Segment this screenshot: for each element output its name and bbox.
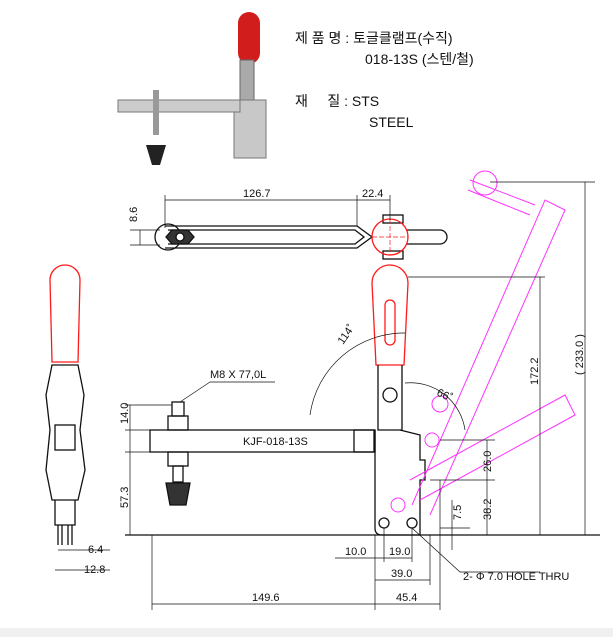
dim-base-length: 45.4	[396, 592, 417, 604]
product-info: 제 품 명 : 토글클램프(수직) 018-13S (스텐/철) 재 질 : S…	[295, 28, 474, 133]
product-photo	[100, 5, 282, 165]
name-label: 제 품 명 :	[295, 30, 350, 46]
dim-open-height: ( 233.0 )	[574, 334, 586, 375]
photo-handle	[238, 12, 260, 64]
dim-bolt-height: 14.0	[119, 403, 131, 424]
photo-rubber-tip	[146, 145, 166, 165]
model: 018-13S (스텐/철)	[365, 51, 474, 67]
dim-handle-height: 172.2	[529, 357, 541, 385]
side-view	[45, 264, 86, 545]
dim-handle-offset: 22.4	[362, 188, 383, 200]
name-value: 토글클램프(수직)	[353, 30, 453, 46]
bolt-label: M8 X 77,0L	[210, 369, 266, 381]
dim-total-length: 149.6	[252, 592, 280, 604]
dim-hole-height: 7.5	[452, 505, 464, 520]
dim-arm-height: 57.3	[119, 487, 131, 508]
dim-base-width: 39.0	[391, 568, 412, 580]
angle-closed: 66˚	[435, 387, 454, 405]
dim-hole-pitch: 19.0	[389, 546, 410, 558]
dim-arm-length: 126.7	[243, 188, 271, 200]
dim-arm-width: 8.6	[128, 207, 140, 222]
technical-drawing: 126.7 22.4 8.6 M8 X 77,0L KJF-018-13S 11…	[45, 170, 600, 610]
material-label: 재 질 :	[295, 93, 348, 109]
hole-label: 2- Φ 7.0 HOLE THRU	[463, 571, 569, 583]
part-label: KJF-018-13S	[243, 436, 308, 448]
top-view	[154, 214, 448, 260]
open-position	[390, 170, 576, 516]
material-1: STS	[351, 93, 380, 109]
front-handle	[371, 264, 409, 366]
dim-pivot-height: 38.2	[482, 499, 494, 520]
front-view	[125, 264, 600, 536]
dim-hole-offset: 10.0	[345, 546, 366, 558]
dim-pivot-spacing: 26.0	[482, 451, 494, 472]
angle-open: 114˚	[336, 322, 358, 346]
bottom-strip	[0, 628, 613, 637]
dimension-lines	[125, 181, 595, 610]
material-2: STEEL	[369, 114, 414, 130]
